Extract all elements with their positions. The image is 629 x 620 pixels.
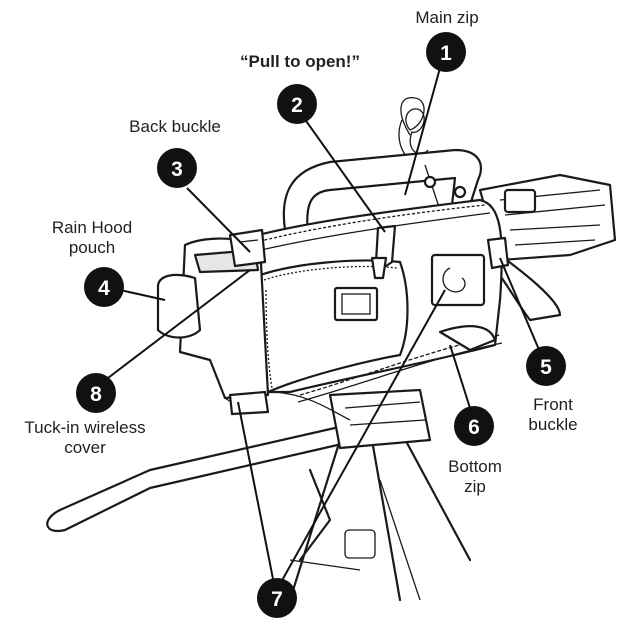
label-bottom-zip: Bottom zip (430, 457, 520, 497)
label-tuck-in-wireless-cover: Tuck-in wireless cover (0, 418, 170, 458)
marker-8: 8 (76, 373, 116, 413)
label-main-zip-text: Main zip (415, 8, 479, 27)
label-tuck-in-line2: cover (64, 438, 106, 457)
marker-8-number: 8 (90, 383, 102, 406)
label-back-buckle: Back buckle (105, 117, 245, 137)
label-front-buckle-line1: Front (533, 395, 573, 414)
label-rain-hood-line2: pouch (68, 238, 116, 257)
marker-5: 5 (526, 346, 566, 386)
marker-3: 3 (157, 148, 197, 188)
leader-8 (107, 269, 251, 379)
marker-5-number: 5 (540, 356, 552, 379)
leader-7a (237, 401, 275, 585)
label-bottom-zip-line1: Bottom (448, 457, 502, 476)
label-pull-to-open-text: “Pull to open!” (240, 52, 360, 71)
leader-2 (303, 117, 386, 233)
label-rain-hood-line1: Rain Hood (51, 218, 133, 237)
camera-drawing (46, 97, 617, 602)
marker-2-number: 2 (291, 94, 303, 117)
leader-3 (186, 187, 251, 253)
leader-5 (499, 257, 541, 353)
label-pull-to-open: “Pull to open!” (215, 52, 385, 72)
marker-7-number: 7 (271, 588, 283, 611)
leader-lines (107, 67, 541, 585)
leader-1 (404, 67, 441, 196)
label-bottom-zip-line2: zip (464, 477, 486, 496)
leader-7b (279, 289, 446, 585)
label-main-zip: Main zip (397, 8, 497, 28)
marker-1-number: 1 (440, 42, 452, 65)
marker-7: 7 (257, 578, 297, 618)
label-front-buckle: Front buckle (508, 395, 598, 435)
label-rain-hood-pouch: Rain Hood pouch (32, 218, 152, 258)
leader-6 (449, 344, 471, 409)
label-front-buckle-line2: buckle (528, 415, 578, 434)
leader-4 (119, 289, 166, 301)
marker-6: 6 (454, 406, 494, 446)
marker-2: 2 (277, 84, 317, 124)
marker-1: 1 (426, 32, 466, 72)
marker-4: 4 (84, 267, 124, 307)
label-tuck-in-line1: Tuck-in wireless (24, 418, 146, 437)
label-back-buckle-text: Back buckle (129, 117, 221, 136)
marker-3-number: 3 (171, 158, 183, 181)
marker-4-number: 4 (98, 277, 110, 300)
marker-6-number: 6 (468, 416, 480, 439)
